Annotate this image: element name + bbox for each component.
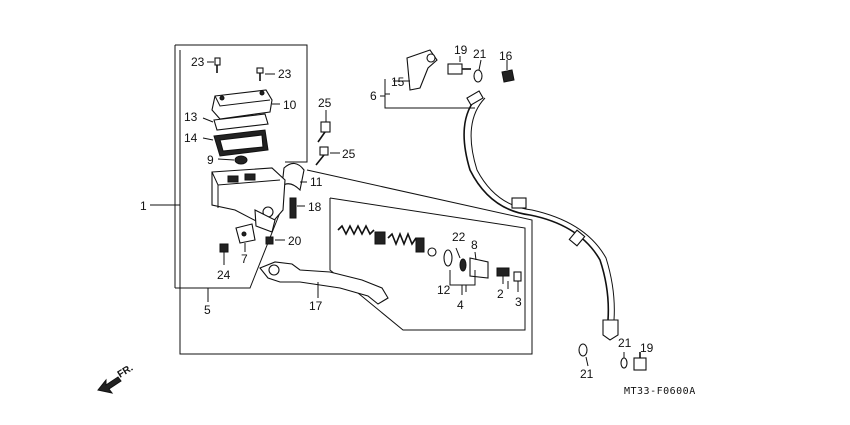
master-cylinder-body-5 [211, 167, 286, 233]
plate-13 [202, 113, 269, 131]
callout-8: 8 [471, 238, 478, 252]
callout-16: 16 [499, 49, 513, 63]
diagram-code: MT33-F0600A [624, 386, 696, 397]
callout-7: 7 [241, 252, 248, 266]
callout-labels: 1 2 3 4 5 6 7 8 9 10 11 12 13 14 15 16 1… [140, 43, 654, 381]
joint-8 [469, 251, 489, 279]
callout-25-bottom: 25 [342, 147, 356, 161]
screw-23-right [256, 67, 275, 81]
callout-22: 22 [452, 230, 466, 244]
callout-23-right: 23 [278, 67, 292, 81]
callout-9: 9 [207, 153, 214, 167]
piston-kit-frame [329, 197, 526, 331]
callout-25-top: 25 [318, 96, 332, 110]
callout-21-top: 21 [473, 47, 487, 61]
callout-20: 20 [288, 234, 302, 248]
callout-21-bottom-right: 21 [618, 336, 632, 350]
callout-3: 3 [515, 295, 522, 309]
nut-16 [501, 60, 515, 83]
sub-assembly-5-frame [182, 204, 284, 289]
front-direction-indicator: FR. [97, 363, 135, 394]
callout-24: 24 [217, 268, 231, 282]
bracket-6 [384, 79, 475, 109]
holder-11 [281, 162, 307, 192]
callout-23-left: 23 [191, 55, 205, 69]
brake-hose [463, 90, 619, 341]
washer-22 [443, 247, 461, 267]
callout-14: 14 [184, 131, 198, 145]
callout-1: 1 [140, 199, 147, 213]
callout-6: 6 [370, 89, 377, 103]
callout-4: 4 [457, 298, 464, 312]
nut-3 [513, 271, 522, 292]
callout-17: 17 [309, 299, 323, 313]
hose-boot-15 [406, 49, 438, 91]
callout-19-bottom: 19 [640, 341, 654, 355]
callout-11: 11 [310, 175, 323, 189]
group-4-bracket [449, 270, 476, 295]
screw-20 [265, 236, 285, 245]
callout-2: 2 [497, 287, 504, 301]
callout-10: 10 [283, 98, 297, 112]
diaphragm-14 [202, 129, 269, 157]
leader-lines [150, 95, 509, 302]
callout-18: 18 [308, 200, 322, 214]
pivot-bolt-18 [289, 197, 305, 219]
callout-19-top: 19 [454, 43, 468, 57]
bolt-19-top [447, 56, 471, 75]
pushrod-2 [496, 267, 510, 284]
reservoir-cap-10 [211, 89, 280, 120]
callout-15: 15 [391, 75, 405, 89]
bolt-25-top [317, 110, 331, 143]
o-ring-12 [459, 258, 467, 272]
bolt-25-bottom [315, 146, 340, 166]
switch-7 [235, 223, 256, 252]
screw-23-left [207, 57, 221, 73]
washer-21-top [473, 59, 483, 83]
bolt-19-bottom [633, 352, 647, 371]
washer-21-bottom-right [620, 352, 628, 369]
float-9 [217, 155, 248, 165]
callout-13: 13 [184, 110, 198, 124]
screw-24 [219, 243, 229, 265]
washer-21-bottom-left [578, 343, 589, 367]
callout-5: 5 [204, 303, 211, 317]
callout-21-bottom-left: 21 [580, 367, 594, 381]
lever-17 [259, 261, 389, 305]
piston-spring [337, 224, 437, 257]
callout-12: 12 [437, 283, 451, 297]
